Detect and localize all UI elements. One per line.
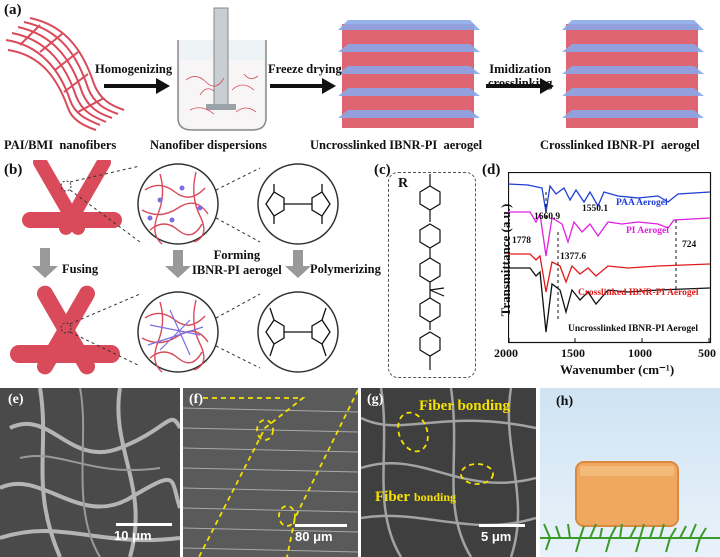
beaker: [177, 7, 267, 131]
panel-g-label: (g): [367, 392, 384, 407]
caption-pai-bmi: PAI/BMI nanofibers: [4, 138, 117, 152]
label-fusing: Fusing: [62, 262, 99, 276]
ftir-peak-1377: 1377.6: [560, 252, 587, 262]
r-group-label: R: [398, 176, 409, 191]
label-polymerizing: Polymerizing: [310, 262, 381, 276]
label-forming: Forming IBNR-PI aerogel: [192, 248, 282, 277]
ftir-peak-724: 724: [682, 240, 697, 250]
ftir-label-uncrosslinked: Uncrosslinked IBNR-PI Aerogel: [568, 324, 699, 334]
ftir-plot: [508, 172, 712, 344]
ftir-series-uncrosslinked: [508, 267, 711, 333]
sem-image-g: (g) Fiber bonding Fiber bonding 5 μm: [361, 388, 536, 557]
annotation-fiber-bonding-2: Fiber bonding: [375, 488, 456, 506]
panel-c-label: (c): [374, 162, 391, 178]
ftir-peak-1550: 1550.1: [582, 204, 609, 214]
scale-text-g: 5 μm: [481, 529, 512, 544]
panel-a-graphic: [5, 7, 704, 131]
ftir-xlabel: Wavenumber (cm⁻¹): [560, 362, 675, 377]
arrow-label-freeze-drying: Freeze drying: [268, 62, 342, 76]
ftir-xtick-500: 500: [698, 346, 716, 360]
panel-a-label: (a): [4, 2, 22, 18]
caption-uncrosslinked: Uncrosslinked IBNR-PI aerogel: [310, 138, 483, 152]
scale-text-f: 80 μm: [295, 529, 333, 544]
nanofiber-bundle: [5, 17, 125, 131]
ftir-xtick-2000: 2000: [494, 346, 518, 360]
scale-bar-e: [116, 523, 172, 526]
caption-crosslinked: Crosslinked IBNR-PI aerogel: [540, 138, 700, 152]
sem-image-f: (f) 80 μm: [183, 388, 358, 557]
ftir-peak-1660: 1660.9: [534, 212, 561, 222]
panel-b-label: (b): [4, 162, 23, 178]
ftir-series-pi: [508, 211, 711, 257]
scale-bar-g: [479, 524, 525, 527]
annotation-fiber-bonding-1: Fiber bonding: [419, 398, 511, 414]
ftir-xtick-1000: 1000: [628, 346, 652, 360]
caption-dispersions: Nanofiber dispersions: [150, 138, 267, 152]
photo-h: (h): [540, 388, 720, 557]
ftir-series-paa: [508, 183, 711, 213]
ftir-series-crosslinked: [508, 253, 711, 293]
sem-e-fibers: [0, 388, 180, 557]
panel-b-graphic: [10, 160, 339, 375]
ftir-peak-1778: 1778: [512, 236, 531, 246]
panel-h-label: (h): [556, 394, 574, 409]
panel-e-label: (e): [8, 392, 24, 407]
photo-h-scene: [540, 461, 720, 553]
ftir-label-paa: PAA Aerogel: [616, 198, 668, 208]
uncrosslinked-aerogel-stack: [338, 20, 480, 128]
sem-f-texture: [183, 389, 358, 557]
sem-g-fibers: [361, 388, 536, 557]
scale-text-e: 10 μm: [114, 528, 152, 543]
annotation-bonding-word: bonding: [414, 490, 457, 504]
panel-f-label: (f): [189, 392, 203, 407]
panel-d-label: (d): [482, 162, 501, 178]
arrow-label-homogenizing: Homogenizing: [95, 62, 173, 76]
arrow-label-imidization: Imidization crosslinking: [488, 62, 553, 90]
scale-bar-f: [295, 524, 347, 527]
r-group-structure: [419, 174, 445, 370]
annotation-fiber-word: Fiber: [375, 489, 410, 505]
ftir-xtick-1500: 1500: [561, 346, 585, 360]
ftir-label-pi: PI Aerogel: [626, 226, 669, 236]
crosslinked-aerogel-stack: [562, 20, 704, 128]
sem-image-e: (e) 10 μm: [0, 388, 180, 557]
structure-box: [388, 172, 476, 378]
ftir-label-crosslinked: Crosslinked IBNR-PI Aerogel: [578, 288, 699, 298]
